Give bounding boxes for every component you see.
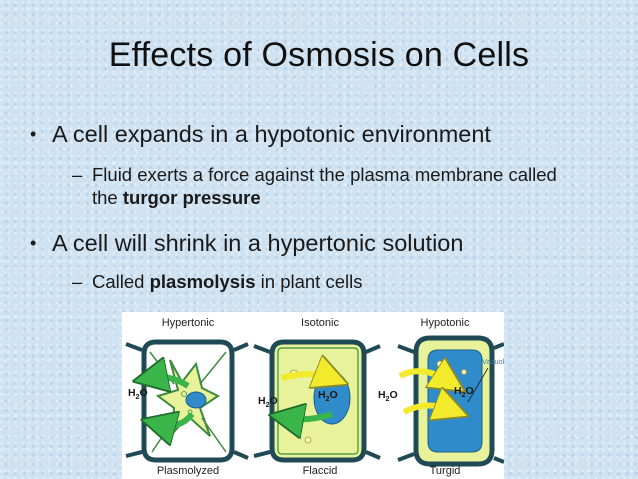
water-label-1: H2O <box>128 387 148 401</box>
bullet-1: • A cell expands in a hypotonic environme… <box>30 120 491 148</box>
turgid-cell <box>397 335 504 467</box>
sub-bullet-2: – Called plasmolysis in plant cells <box>72 270 562 293</box>
vacuole-label: Vacuole <box>482 357 504 366</box>
plasmolyzed-cell <box>125 339 249 463</box>
sub-bullet-dash: – <box>72 164 83 185</box>
label-flaccid: Flaccid <box>303 465 338 477</box>
term-plasmolysis: plasmolysis <box>149 271 256 292</box>
label-hypertonic: Hypertonic <box>162 317 215 329</box>
flaccid-cell <box>253 339 381 463</box>
label-plasmolyzed: Plasmolyzed <box>157 465 219 477</box>
water-label-4: H2O <box>378 389 398 403</box>
osmosis-figure: Hypertonic Isotonic Hypotonic H2O <box>122 312 504 479</box>
label-isotonic: Isotonic <box>301 317 339 329</box>
slide-title: Effects of Osmosis on Cells <box>108 36 530 74</box>
water-label-2: H2O <box>258 395 278 409</box>
water-label-5: H2O <box>454 385 474 399</box>
sub-bullet-dash: – <box>72 271 83 292</box>
bullet-2-text: A cell will shrink in a hypertonic solut… <box>52 230 464 256</box>
osmosis-diagram: Hypertonic Isotonic Hypotonic H2O <box>125 317 504 477</box>
label-turgid: Turgid <box>430 465 461 477</box>
sub-bullet-1-text: Fluid exerts a force against the plasma … <box>92 164 557 208</box>
bullet-2: • A cell will shrink in a hypertonic solu… <box>30 229 463 257</box>
bullet-dot: • <box>30 124 37 144</box>
label-hypotonic: Hypotonic <box>421 317 470 329</box>
term-turgor-pressure: turgor pressure <box>122 187 261 208</box>
sub-bullet-2-text: Called plasmolysis in plant cells <box>92 271 363 292</box>
bullet-1-text: A cell expands in a hypotonic environmen… <box>52 121 491 147</box>
water-label-3: H2O <box>318 389 338 403</box>
sub-bullet-1: – Fluid exerts a force against the plasm… <box>72 163 562 209</box>
bullet-dot: • <box>30 233 37 253</box>
